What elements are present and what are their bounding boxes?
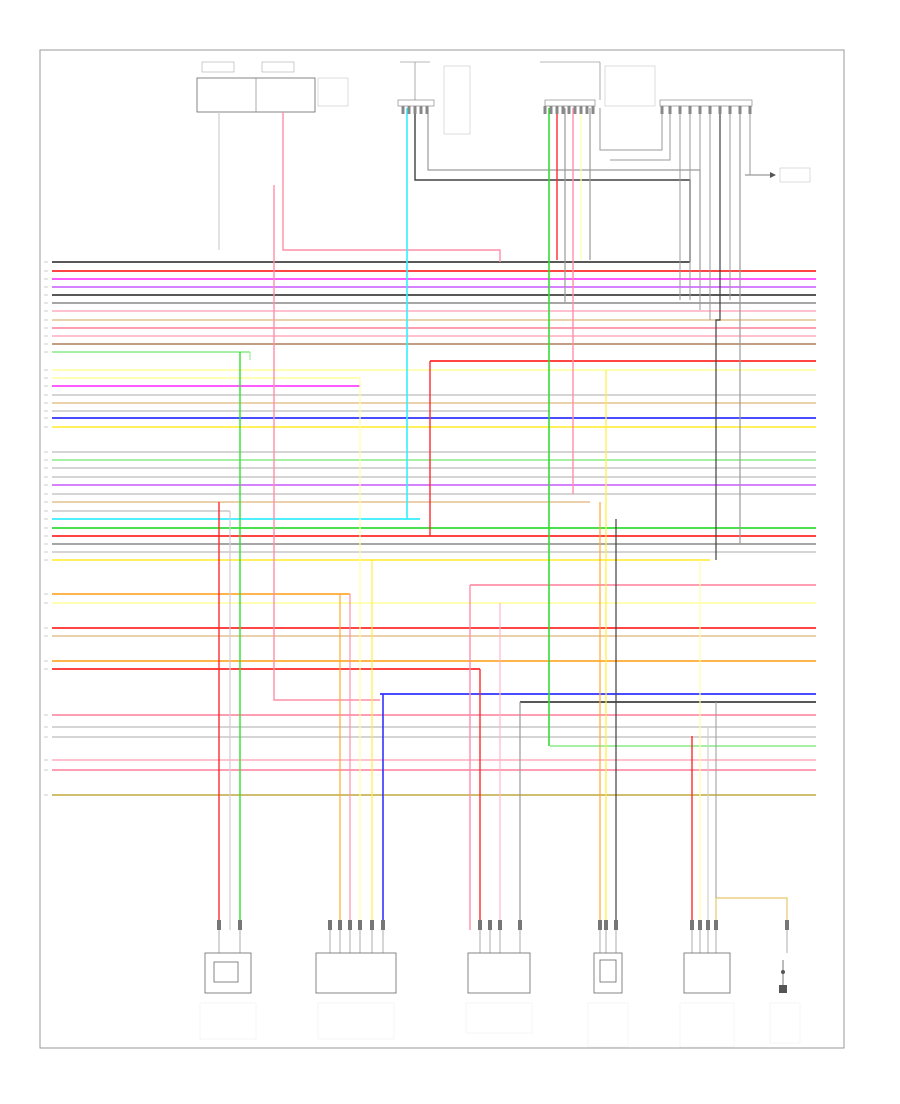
- connector-icon: [425, 106, 429, 114]
- connector-icon: [706, 920, 710, 930]
- connector-icon: [478, 920, 482, 930]
- component-captions: [199, 1002, 801, 1048]
- wire-layer: [44, 106, 816, 953]
- arrow-right-icon: [745, 167, 811, 183]
- connector-icon: [561, 106, 565, 114]
- connector-icon: [518, 920, 522, 930]
- map-sensor-box: [683, 952, 731, 994]
- connector-icon: [579, 106, 583, 114]
- connector-icon: [738, 106, 742, 114]
- connector-icon: [419, 106, 423, 114]
- connector-icon: [370, 920, 374, 930]
- drop-wire: [273, 185, 380, 701]
- connector-icon: [591, 106, 595, 114]
- fuse-box-labels: [201, 61, 349, 107]
- ignition-switch-block: [397, 61, 471, 135]
- drop-wire: [414, 108, 691, 262]
- diagram-frame: [39, 49, 845, 1049]
- connector-icon: [668, 106, 672, 114]
- connector-icon: [690, 920, 694, 930]
- connector-icon: [614, 920, 618, 930]
- knock-sensor-inner: [599, 959, 617, 983]
- drop-wire: [610, 108, 671, 161]
- connector-icon: [488, 920, 492, 930]
- ecm-connector-block: [540, 61, 753, 107]
- connector-icon: [748, 106, 752, 114]
- connector-icon: [660, 106, 664, 114]
- connector-icon: [401, 106, 405, 114]
- connector-icon: [358, 920, 362, 930]
- connector-icon: [718, 106, 722, 114]
- connector-icon: [555, 106, 559, 114]
- connector-icon: [543, 106, 547, 114]
- connector-icon: [573, 106, 577, 114]
- camshaft-sensor-inner: [213, 961, 239, 983]
- connector-icon: [549, 106, 553, 114]
- connector-icon: [598, 920, 602, 930]
- connector-icon: [498, 920, 502, 930]
- connector-icon: [413, 106, 417, 114]
- connector-icon: [708, 106, 712, 114]
- connector-icon: [714, 920, 718, 930]
- connector-icon: [328, 920, 332, 930]
- shield-wire: [715, 897, 788, 930]
- drop-wire: [282, 112, 501, 262]
- intake-runner-box: [467, 952, 531, 994]
- connector-icon: [217, 920, 221, 930]
- connector-icon: [678, 106, 682, 114]
- drop-wire: [599, 108, 663, 151]
- connector-icon: [698, 106, 702, 114]
- connector-icon: [688, 106, 692, 114]
- throttle-actuator-box: [315, 952, 397, 994]
- connector-icon: [698, 920, 702, 930]
- ground-icon: [779, 960, 787, 993]
- connector-icon: [407, 106, 411, 114]
- drop-wire: [427, 108, 701, 270]
- connector-icon: [381, 920, 385, 930]
- connector-icon: [338, 920, 342, 930]
- connector-icon: [567, 106, 571, 114]
- connector-icon: [728, 106, 732, 114]
- connector-icon: [348, 920, 352, 930]
- connector-icon: [604, 920, 608, 930]
- connector-icon: [785, 920, 789, 930]
- component-boxes: [204, 897, 788, 994]
- connector-icon: [585, 106, 589, 114]
- connector-icon: [238, 920, 242, 930]
- drop-wire: [715, 108, 721, 560]
